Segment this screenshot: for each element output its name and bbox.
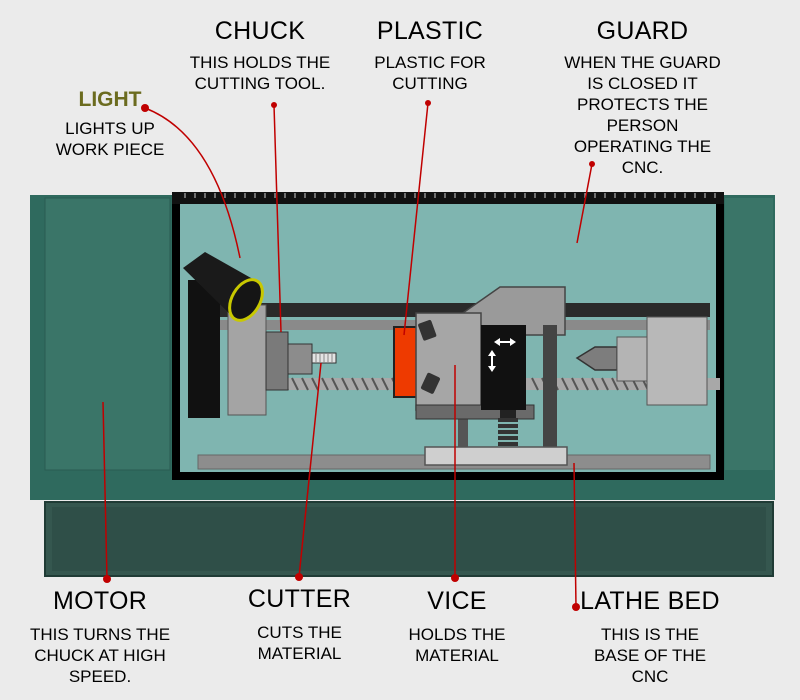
guard-description: WHEN THE GUARD IS CLOSED IT PROTECTS THE… [540, 52, 745, 178]
motor-description: THIS TURNS THE CHUCK AT HIGH SPEED. [5, 624, 195, 687]
chuck-description: THIS HOLDS THE CUTTING TOOL. [170, 52, 350, 94]
vice-title: VICE [382, 586, 532, 616]
base-cabinet-panel [52, 507, 766, 571]
chuck-body [266, 332, 288, 390]
light-title: LIGHT [40, 88, 180, 112]
vice-description: HOLDS THE MATERIAL [382, 624, 532, 666]
vice-label: VICE HOLDS THE MATERIAL [382, 586, 532, 666]
motor-label: MOTOR THIS TURNS THE CHUCK AT HIGH SPEED… [5, 586, 195, 687]
vice-base-plate [425, 447, 567, 465]
plastic-description: PLASTIC FOR CUTTING [355, 52, 505, 94]
light-description: LIGHTS UP WORK PIECE [40, 118, 180, 160]
cutter-bit [312, 353, 336, 363]
cutter-label: CUTTER CUTS THE MATERIAL [222, 584, 377, 664]
vice-screw-post [543, 325, 557, 447]
plastic-block [394, 327, 418, 397]
spindle-housing [228, 305, 266, 415]
cutter-description: CUTS THE MATERIAL [222, 622, 377, 664]
guard-label: GUARD WHEN THE GUARD IS CLOSED IT PROTEC… [540, 16, 745, 178]
left-housing [45, 198, 170, 470]
guard-title: GUARD [540, 16, 745, 46]
cutter-title: CUTTER [222, 584, 377, 614]
plastic-label: PLASTIC PLASTIC FOR CUTTING [355, 16, 505, 94]
tailstock-body [617, 337, 649, 381]
motor-mount [188, 280, 220, 418]
chuck-nose [288, 344, 312, 374]
chuck-title: CHUCK [170, 16, 350, 46]
motor-title: MOTOR [5, 586, 195, 616]
vice-spring-screw [498, 410, 518, 444]
chuck-label: CHUCK THIS HOLDS THE CUTTING TOOL. [170, 16, 350, 94]
light-label: LIGHT LIGHTS UP WORK PIECE [40, 88, 180, 160]
lathe-bed-label: LATHE BED THIS IS THE BASE OF THE CNC [565, 586, 735, 687]
right-housing [725, 198, 773, 470]
vice-clamp-block [481, 325, 526, 410]
plastic-title: PLASTIC [355, 16, 505, 46]
lathe-bed-title: LATHE BED [565, 586, 735, 616]
lathe-bed-description: THIS IS THE BASE OF THE CNC [565, 624, 735, 687]
tailstock-housing [647, 317, 707, 405]
